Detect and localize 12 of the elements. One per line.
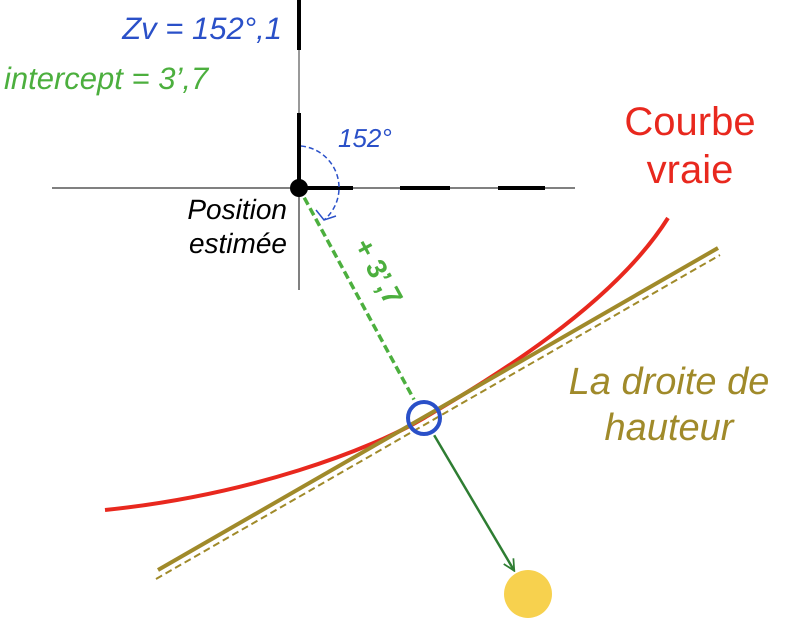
sun-disc xyxy=(504,570,552,618)
arrow xyxy=(433,434,516,572)
position-caption: Position estimée xyxy=(186,193,287,260)
angle-label: 152° xyxy=(338,123,393,154)
edge-label: + 3’,7 xyxy=(347,233,409,311)
curve-label: Courbe vraie xyxy=(623,99,757,194)
position-dot xyxy=(290,179,308,197)
intercept-label: intercept = 3’,7 xyxy=(4,60,210,98)
intersection-ring xyxy=(406,400,442,436)
heading-formula: Zv = 152°,1 xyxy=(120,10,282,48)
connector-line xyxy=(302,196,416,400)
line-label: La droite de hauteur xyxy=(568,360,770,451)
